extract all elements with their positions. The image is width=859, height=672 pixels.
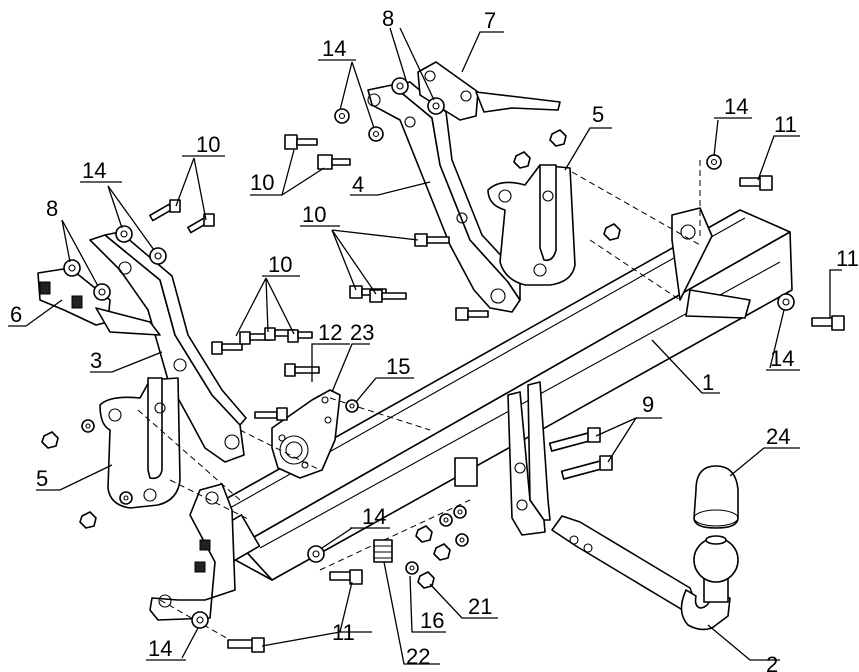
callout-10-topleft: 10 <box>196 132 220 157</box>
callout-14-left: 14 <box>82 158 106 183</box>
bolt <box>149 199 181 222</box>
bolt <box>369 289 407 303</box>
nut <box>549 129 567 147</box>
top-small-bracket-part <box>417 61 561 121</box>
bolt <box>329 569 363 585</box>
callout-labels: 1 2 3 4 5 5 6 7 8 8 9 10 10 10 10 11 11 … <box>10 6 859 672</box>
callout-16: 16 <box>420 608 444 633</box>
bolt <box>560 455 613 480</box>
callout-14-right-top: 14 <box>724 94 748 119</box>
bolt <box>317 154 351 170</box>
socket-plate-part <box>271 389 341 479</box>
washer <box>405 561 419 575</box>
callout-2: 2 <box>766 652 778 672</box>
right-hook-bracket-part <box>487 164 576 286</box>
washer <box>149 247 167 265</box>
callout-5-right: 5 <box>592 102 604 127</box>
washer <box>119 491 133 505</box>
callout-11-farright: 11 <box>836 246 859 271</box>
center-bracket <box>454 381 551 536</box>
callout-4: 4 <box>352 172 364 197</box>
callout-3: 3 <box>90 348 102 373</box>
callout-21: 21 <box>468 594 492 619</box>
washer <box>453 505 467 519</box>
bolt <box>254 407 288 421</box>
bolt <box>548 427 601 452</box>
bolt <box>739 175 773 191</box>
washer <box>427 97 445 115</box>
nut <box>603 223 621 241</box>
washer <box>81 419 95 433</box>
left-small-bracket-part <box>37 267 161 336</box>
nut <box>513 151 531 169</box>
callout-14-bottom-mid: 14 <box>362 504 386 529</box>
nut <box>433 543 451 561</box>
washer <box>391 77 409 95</box>
callout-9: 9 <box>642 392 654 417</box>
washer <box>115 225 133 243</box>
bolt <box>811 315 845 331</box>
left-end-bracket <box>149 483 236 621</box>
callout-22: 22 <box>406 644 430 669</box>
washer <box>368 126 384 142</box>
callout-14-top: 14 <box>322 36 346 61</box>
leader-lines <box>8 27 842 665</box>
callout-14-right: 14 <box>770 346 794 371</box>
callout-15: 15 <box>386 354 410 379</box>
washer <box>345 399 359 413</box>
washer <box>439 513 453 527</box>
washer <box>777 293 795 311</box>
callout-6: 6 <box>10 302 22 327</box>
washer <box>455 533 469 547</box>
hidden-lines <box>137 160 701 641</box>
nut <box>415 525 433 543</box>
callout-12: 12 <box>318 320 342 345</box>
callout-14-bottom-left: 14 <box>148 636 172 661</box>
fasteners <box>41 77 845 653</box>
washer <box>191 611 209 629</box>
washer <box>93 283 111 301</box>
callout-24: 24 <box>766 424 790 449</box>
bolt <box>284 134 318 150</box>
callout-8-left: 8 <box>46 196 58 221</box>
bolt <box>187 213 215 234</box>
callout-10-right: 10 <box>268 252 292 277</box>
washer <box>307 545 325 563</box>
washer <box>334 108 350 124</box>
bolt <box>414 233 450 247</box>
washer <box>706 154 722 170</box>
left-hook-bracket-part <box>99 377 181 509</box>
bolt <box>287 329 313 343</box>
callout-10-center: 10 <box>302 202 326 227</box>
bolt <box>284 363 320 377</box>
spring-washer-part <box>373 539 393 563</box>
callout-8-top: 8 <box>382 6 394 31</box>
callout-1: 1 <box>702 370 714 395</box>
washer <box>63 259 81 277</box>
bolt <box>227 637 265 653</box>
callout-23: 23 <box>350 320 374 345</box>
callout-7: 7 <box>484 8 496 33</box>
nut <box>41 431 59 449</box>
ball-cover-part <box>693 465 739 529</box>
callout-10-upper: 10 <box>250 170 274 195</box>
ball-neck-part <box>551 515 739 631</box>
nut <box>79 511 97 529</box>
bolt <box>211 341 243 355</box>
callout-11-top: 11 <box>774 112 797 137</box>
bolt <box>455 307 489 321</box>
callout-11-bottom: 11 <box>332 620 355 645</box>
callout-5-left: 5 <box>36 466 48 491</box>
